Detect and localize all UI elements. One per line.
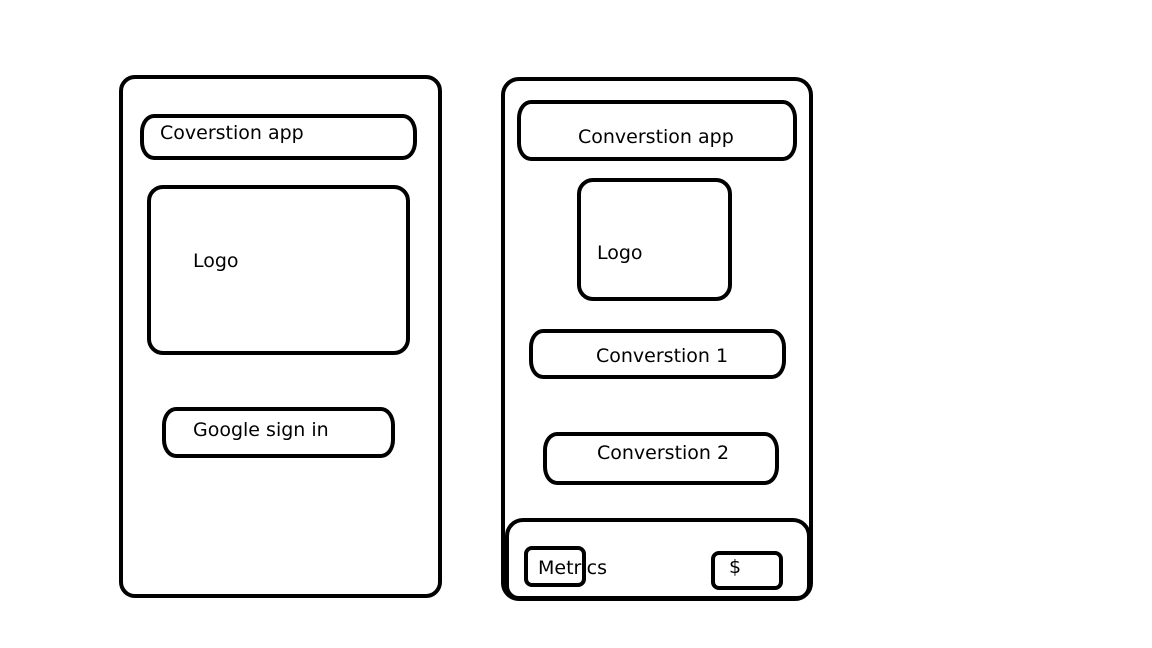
dollar-label: $ bbox=[729, 556, 742, 578]
right-app-header bbox=[517, 100, 797, 161]
metrics-label: Metrics bbox=[538, 557, 607, 579]
conversion-2-button[interactable] bbox=[543, 432, 779, 485]
metrics-button[interactable] bbox=[524, 546, 586, 587]
google-sign-in-button[interactable] bbox=[162, 407, 395, 458]
google-sign-in-label: Google sign in bbox=[193, 419, 329, 441]
left-phone-frame bbox=[119, 75, 442, 598]
right-logo-box bbox=[577, 178, 732, 301]
right-logo-label: Logo bbox=[597, 242, 643, 264]
conversion-1-label: Converstion 1 bbox=[596, 345, 729, 367]
bottom-nav-bar bbox=[505, 518, 811, 600]
conversion-2-label: Converstion 2 bbox=[597, 442, 730, 464]
left-logo-label: Logo bbox=[193, 250, 239, 272]
right-app-title: Converstion app bbox=[578, 126, 734, 148]
dollar-button[interactable] bbox=[711, 551, 783, 590]
left-logo-box bbox=[147, 185, 410, 355]
conversion-1-button[interactable] bbox=[529, 329, 786, 379]
left-app-header bbox=[140, 114, 417, 160]
left-app-title: Coverstion app bbox=[160, 122, 304, 144]
